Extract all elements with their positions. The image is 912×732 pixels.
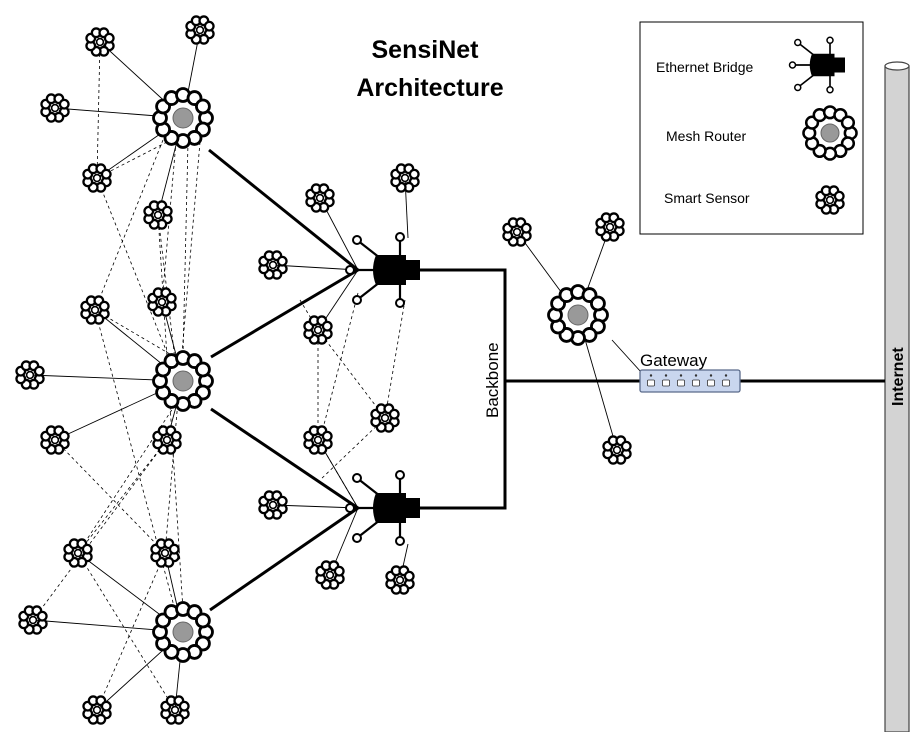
gateway-port-led <box>694 374 698 377</box>
legend-label-mesh-router: Mesh Router <box>666 128 746 144</box>
smart-sensor-icon <box>815 185 845 215</box>
ethernet-bridge-icon <box>788 36 845 94</box>
title-line-2: Architecture <box>356 74 503 102</box>
title-line-1: SensiNet <box>372 36 480 64</box>
smart-sensor-icon <box>258 250 288 280</box>
internet-label: Internet <box>890 347 907 406</box>
smart-sensor-icon <box>85 27 115 57</box>
smart-sensor-icon <box>147 287 177 317</box>
gateway-port-led <box>724 374 728 377</box>
legend-label-ethernet-bridge: Ethernet Bridge <box>656 59 753 75</box>
ethernet-bridge-icon <box>345 232 420 308</box>
legend: Ethernet Bridge Mesh Router Smart Sensor <box>639 21 864 235</box>
smart-sensor-icon <box>595 212 625 242</box>
gateway-device <box>639 369 741 393</box>
gateway-port-led <box>709 374 713 377</box>
mesh-router-icon <box>152 601 214 663</box>
ethernet-bridge-icon <box>345 470 420 546</box>
smart-sensor-icon <box>303 425 333 455</box>
gateway-port <box>707 379 715 387</box>
smart-sensor-icon <box>160 695 190 725</box>
smart-sensor-icon <box>18 605 48 635</box>
sensor-links <box>29 29 642 711</box>
smart-sensor-icon <box>80 295 110 325</box>
smart-sensor-icon <box>502 217 532 247</box>
smart-sensor-icon <box>385 565 415 595</box>
smart-sensor-icon <box>258 490 288 520</box>
smart-sensor-icon <box>143 200 173 230</box>
smart-sensor-icon <box>82 695 112 725</box>
mesh-routers <box>152 87 609 663</box>
smart-sensor-icon <box>185 15 215 45</box>
mesh-router-icon <box>152 87 214 149</box>
smart-sensor-icon <box>315 560 345 590</box>
gateway-port <box>692 379 700 387</box>
gateway-port <box>722 379 730 387</box>
ethernet-bridges <box>345 232 420 546</box>
gateway-port-led <box>649 374 653 377</box>
gateway-port-led <box>679 374 683 377</box>
mesh-router-icon <box>802 105 858 161</box>
smart-sensor-icon <box>602 435 632 465</box>
smart-sensor-icon <box>40 93 70 123</box>
gateway-label: Gateway <box>640 351 708 370</box>
mesh-router-icon <box>547 284 609 346</box>
mesh-router-icon <box>152 350 214 412</box>
smart-sensor-icon <box>82 163 112 193</box>
smart-sensor-icon <box>150 538 180 568</box>
gateway-port <box>677 379 685 387</box>
backbone-label: Backbone <box>483 342 502 418</box>
legend-label-smart-sensor: Smart Sensor <box>664 190 750 206</box>
gateway-port <box>662 379 670 387</box>
smart-sensor-icon <box>370 403 400 433</box>
smart-sensors <box>15 15 632 725</box>
smart-sensor-icon <box>390 163 420 193</box>
smart-sensor-icon <box>152 425 182 455</box>
smart-sensor-icon <box>15 360 45 390</box>
mesh-links-dotted <box>32 41 406 711</box>
smart-sensor-icon <box>40 425 70 455</box>
internet-pipe <box>884 61 910 732</box>
gateway-port-led <box>664 374 668 377</box>
smart-sensor-icon <box>305 183 335 213</box>
gateway-port <box>647 379 655 387</box>
smart-sensor-icon <box>63 538 93 568</box>
smart-sensor-icon <box>303 315 333 345</box>
